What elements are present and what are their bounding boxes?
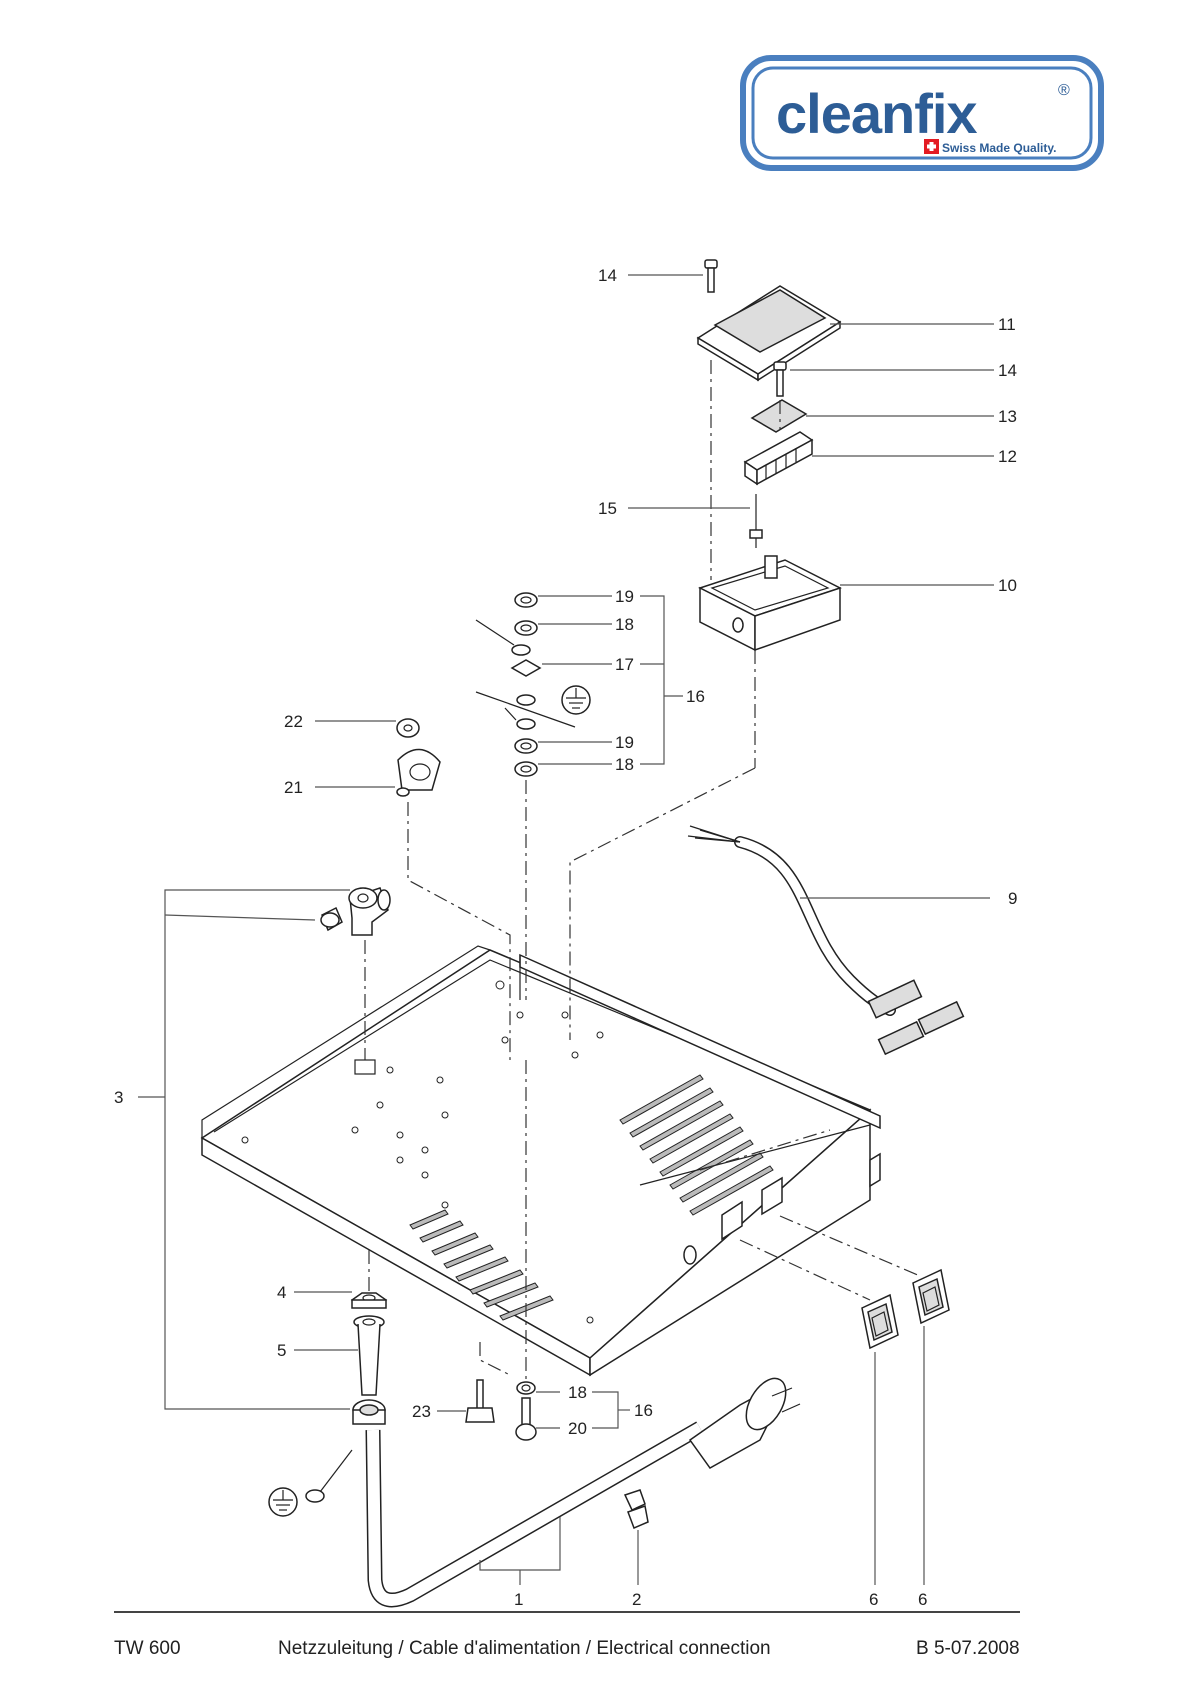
part-labels: 14 11 14 13 12 15 10 19 18 17 16 19 18 2… [114,266,1017,1609]
part-label: 15 [598,499,617,518]
footer-title: Netzzuleitung / Cable d'alimentation / E… [278,1638,771,1660]
part-label: 1 [514,1590,523,1609]
screw [774,362,786,396]
cable-gland-nut [353,1400,385,1424]
part-label: 19 [615,733,634,752]
nut [352,1293,386,1308]
part-label: 6 [918,1590,927,1609]
part-label: 18 [615,755,634,774]
part-label: 14 [998,361,1017,380]
part-label: 16 [686,687,705,706]
internal-cable-harness [688,826,963,1054]
part-label: 23 [412,1402,431,1421]
ground-symbol-icon [562,686,590,714]
screw-with-washer [516,1382,536,1440]
cable-gland-elbow [321,888,390,935]
terminal-box-cover [698,286,840,380]
part-label: 16 [634,1401,653,1420]
footer-model: TW 600 [114,1638,181,1660]
part-label: 3 [114,1088,123,1107]
rocker-switch [862,1295,898,1348]
pin [750,494,762,548]
screw [705,260,717,292]
leader-lines [138,275,994,1585]
part-label: 9 [1008,889,1017,908]
chassis-tray [202,946,880,1375]
part-label: 18 [568,1383,587,1402]
part-label: 11 [998,315,1016,334]
footer-divider [114,1611,1020,1613]
part-label: 10 [998,576,1017,595]
part-label: 2 [632,1590,641,1609]
terminal-plate [752,400,806,432]
terminal-box [700,556,840,650]
cable-clamp [397,719,440,796]
part-label: 14 [598,266,617,285]
cable-clip [625,1490,648,1528]
rocker-switch [913,1270,949,1323]
footer-doc-ref: B 5-07.2008 [916,1638,1020,1660]
part-label: 13 [998,407,1017,426]
part-label: 4 [277,1283,286,1302]
part-label: 17 [615,655,634,674]
part-label: 20 [568,1419,587,1438]
terminal-block [745,432,812,484]
washer-stack [476,593,575,776]
ground-symbol-icon [269,1488,297,1516]
part-label: 5 [277,1341,286,1360]
cable-sleeve [354,1316,384,1395]
mains-plug [690,1372,800,1468]
part-label: 12 [998,447,1017,466]
part-label: 18 [615,615,634,634]
part-label: 22 [284,712,303,731]
part-label: 19 [615,587,634,606]
part-label: 21 [284,778,303,797]
part-label: 6 [869,1590,878,1609]
bolt [466,1380,494,1422]
